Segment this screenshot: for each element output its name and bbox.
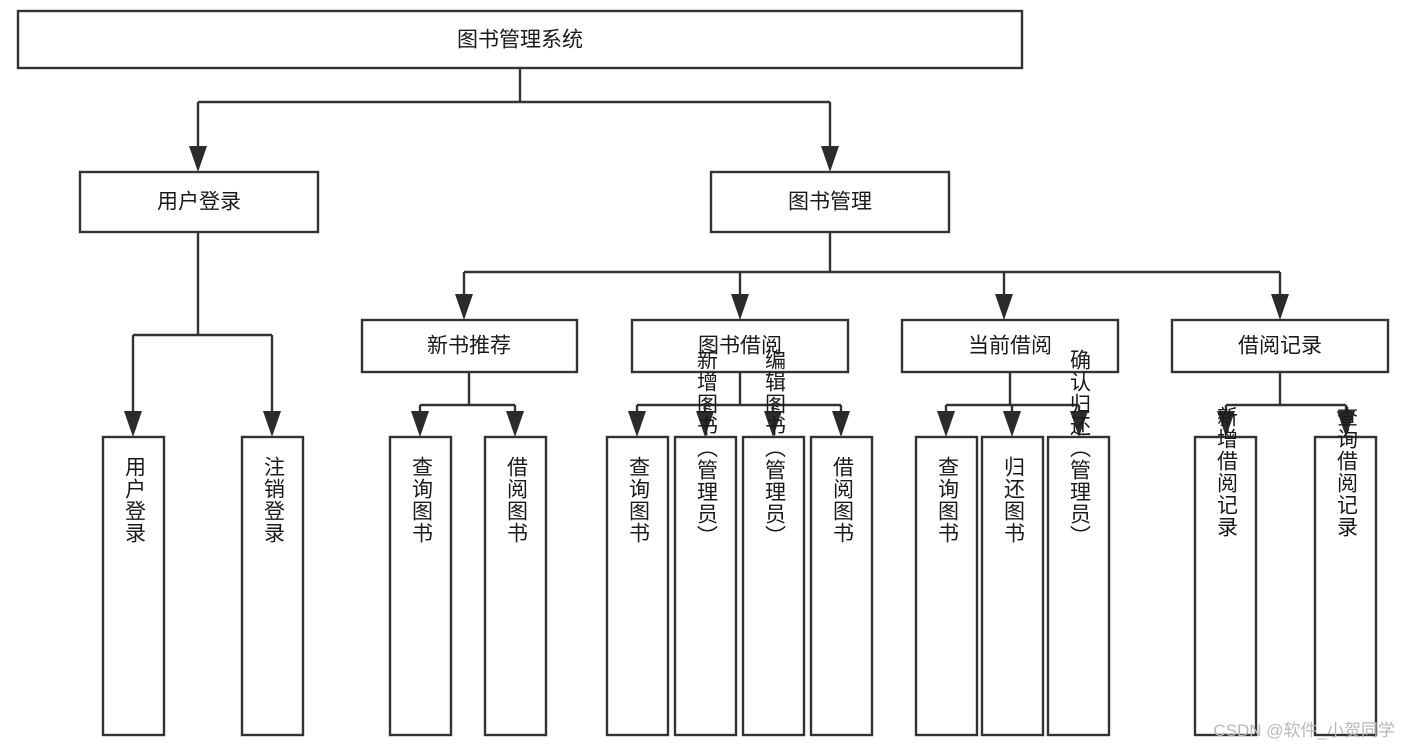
node-borrow-record[interactable]: 借阅记录 [1170, 318, 1390, 374]
arrow-head-leaf-confirm-return [1070, 411, 1088, 437]
node-current-borrow[interactable]: 当前借阅 [900, 318, 1120, 374]
node-leaf-add-record[interactable]: 新增借阅记录 [1193, 406, 1258, 737]
arrow-head-leaf-user-logout [263, 411, 281, 437]
node-book-manage[interactable]: 图书管理 [709, 170, 951, 234]
node-leaf-confirm-return-label: 确认归还（管理员） [1068, 349, 1092, 547]
arrow-head-leaf-query-record [1337, 411, 1355, 437]
node-leaf-add-record-label: 新增借阅记录 [1215, 406, 1239, 538]
arrow-head-new-book-recommend [455, 294, 473, 320]
arrow-head-leaf-borrow-book-1 [506, 411, 524, 437]
node-root[interactable]: 图书管理系统 [16, 9, 1024, 70]
arrow-head-book-manage [821, 146, 839, 172]
node-root-box[interactable] [16, 9, 1024, 70]
node-user-login-box[interactable] [78, 170, 320, 234]
node-leaf-add-book-box[interactable] [673, 435, 738, 737]
arrow-head-leaf-user-login [124, 411, 142, 437]
node-leaf-borrow-book-1[interactable]: 借阅图书 [483, 435, 548, 737]
node-leaf-user-logout-label: 注销登录 [262, 456, 286, 544]
node-leaf-borrow-book-2[interactable]: 借阅图书 [809, 435, 874, 737]
node-leaf-user-login-label: 用户登录 [123, 456, 147, 544]
node-leaf-user-logout[interactable]: 注销登录 [240, 435, 305, 737]
node-new-book-recommend-label: 新书推荐 [427, 335, 511, 358]
node-leaf-query-book-2-box[interactable] [605, 435, 670, 737]
node-leaf-add-book-label: 新增图书（管理员） [695, 349, 719, 547]
node-book-manage-box[interactable] [709, 170, 951, 234]
node-leaf-user-login-box[interactable] [101, 435, 166, 737]
arrow-head-leaf-borrow-book-2 [832, 411, 850, 437]
node-leaf-return-book-box[interactable] [980, 435, 1045, 737]
node-new-book-recommend-box[interactable] [360, 318, 579, 374]
node-leaf-edit-book[interactable]: 编辑图书（管理员） [741, 349, 806, 737]
node-leaf-query-record-box[interactable] [1313, 435, 1378, 737]
node-user-login-label: 用户登录 [157, 191, 241, 214]
node-leaf-confirm-return-box[interactable] [1046, 435, 1111, 737]
node-leaf-return-book-label: 归还图书 [1002, 456, 1026, 544]
node-leaf-edit-book-label: 编辑图书（管理员） [763, 349, 787, 547]
node-borrow-record-box[interactable] [1170, 318, 1390, 374]
node-new-book-recommend[interactable]: 新书推荐 [360, 318, 579, 374]
node-leaf-borrow-book-2-box[interactable] [809, 435, 874, 737]
node-leaf-add-book[interactable]: 新增图书（管理员） [673, 349, 738, 737]
connector-layer [124, 68, 1355, 437]
node-book-borrow-box[interactable] [630, 318, 850, 374]
node-leaf-return-book[interactable]: 归还图书 [980, 435, 1045, 737]
node-leaf-query-book-1-label: 查询图书 [410, 456, 434, 544]
node-leaf-borrow-book-2-label: 借阅图书 [831, 456, 855, 544]
node-leaf-query-book-3-label: 查询图书 [936, 456, 960, 544]
node-leaf-confirm-return[interactable]: 确认归还（管理员） [1046, 349, 1111, 737]
node-leaf-query-book-2[interactable]: 查询图书 [605, 435, 670, 737]
arrow-head-book-borrow [731, 294, 749, 320]
node-leaf-query-book-2-label: 查询图书 [627, 456, 651, 544]
node-leaf-add-record-box[interactable] [1193, 435, 1258, 737]
node-book-manage-label: 图书管理 [788, 191, 872, 214]
arrow-head-leaf-return-book [1003, 411, 1021, 437]
node-borrow-record-label: 借阅记录 [1238, 335, 1322, 358]
node-leaf-query-record[interactable]: 查询借阅记录 [1313, 406, 1378, 737]
node-leaf-query-book-1-box[interactable] [388, 435, 453, 737]
arrow-head-user-login [189, 146, 207, 172]
node-leaf-user-login[interactable]: 用户登录 [101, 435, 166, 737]
node-book-borrow[interactable]: 图书借阅 [630, 318, 850, 374]
arrow-head-leaf-query-book-2 [628, 411, 646, 437]
arrow-head-leaf-edit-book [764, 411, 782, 437]
node-root-label: 图书管理系统 [457, 29, 583, 52]
node-leaf-borrow-book-1-box[interactable] [483, 435, 548, 737]
arrow-head-leaf-add-record [1217, 411, 1235, 437]
csdn-watermark: CSDN @软件_小贺同学 [1213, 721, 1395, 740]
node-leaf-user-logout-box[interactable] [240, 435, 305, 737]
node-current-borrow-label: 当前借阅 [968, 335, 1052, 358]
arrow-head-leaf-query-book-3 [937, 411, 955, 437]
node-current-borrow-box[interactable] [900, 318, 1120, 374]
node-leaf-borrow-book-1-label: 借阅图书 [505, 456, 529, 544]
node-book-borrow-label: 图书借阅 [698, 335, 782, 358]
arrow-head-current-borrow [995, 294, 1013, 320]
node-leaf-query-book-1[interactable]: 查询图书 [388, 435, 453, 737]
arrow-head-leaf-query-book-1 [411, 411, 429, 437]
arrow-head-borrow-record [1271, 294, 1289, 320]
node-leaf-edit-book-box[interactable] [741, 435, 806, 737]
node-leaf-query-record-label: 查询借阅记录 [1335, 406, 1359, 538]
node-user-login[interactable]: 用户登录 [78, 170, 320, 234]
arrow-head-leaf-add-book [696, 411, 714, 437]
node-leaf-query-book-3-box[interactable] [914, 435, 979, 737]
node-leaf-query-book-3[interactable]: 查询图书 [914, 435, 979, 737]
